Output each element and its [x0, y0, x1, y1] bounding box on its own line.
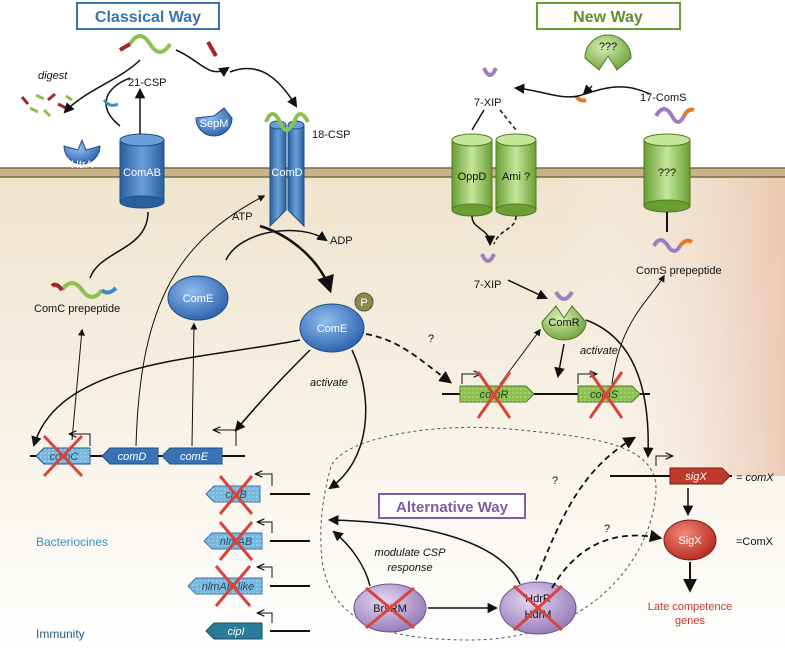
htra-protease: HtrA [63, 138, 101, 171]
question-sigx-protein: ? [604, 523, 610, 535]
digest-fragments [20, 92, 73, 118]
comS-deletion-cross [588, 371, 624, 419]
sigX-gene: sigX [669, 467, 731, 485]
xip-in-label: 7-XIP [474, 279, 502, 291]
svg-text:???: ??? [658, 167, 676, 179]
svg-text:OppD: OppD [458, 171, 487, 183]
svg-text:HdrM: HdrM [525, 609, 552, 621]
hdrrm-regulator: HdrR HdrM [499, 581, 577, 635]
come-phosphorylated: ComE P [299, 292, 374, 353]
ami-transporter: Ami ? [495, 133, 537, 217]
come-protein: ComE [167, 275, 229, 321]
brsrm-regulator: BrsRM [353, 583, 427, 633]
cipI-gene: cipI [205, 613, 310, 640]
leader-fragment [206, 41, 218, 57]
comx-gene-label: = comX [736, 472, 774, 484]
comC-deletion-cross [42, 434, 84, 478]
adp-label: ADP [330, 235, 353, 247]
xip-out-label: 7-XIP [474, 97, 502, 109]
response-label: response [387, 562, 432, 574]
modulate-label: modulate CSP [375, 547, 447, 559]
comD-gene: comD [101, 447, 159, 465]
oppd-transporter: OppD [451, 133, 493, 217]
xip-in-peptide [480, 253, 496, 263]
svg-text:ComR: ComR [548, 317, 579, 329]
cytoplasm-right-shade [560, 176, 785, 476]
svg-text:ComE: ComE [317, 323, 348, 335]
question-comr: ? [428, 333, 434, 345]
comc-prepeptide-label: ComC prepeptide [34, 303, 120, 315]
activate-label-come: activate [310, 377, 348, 389]
comd-receptor: ComD [269, 120, 305, 228]
coms17-peptide [654, 107, 686, 124]
svg-text:ComD: ComD [271, 167, 302, 179]
svg-text:sigX: sigX [685, 471, 707, 483]
comS-gene: comS [577, 385, 641, 403]
cipB-gene: cipB [205, 474, 310, 515]
immunity-label: Immunity [36, 627, 85, 641]
coms-prepeptide-wave [652, 238, 682, 253]
comab-transporter: ComAB [119, 133, 165, 209]
sigx-protein: SigX [663, 519, 717, 561]
svg-text:nlmAB-like: nlmAB-like [202, 581, 255, 593]
svg-text:New Way: New Way [573, 9, 643, 26]
comR-deletion-cross [476, 371, 512, 419]
unknown-protease: ??? [584, 34, 632, 71]
svg-text:???: ??? [599, 41, 617, 53]
nlmAB-like-gene: nlmAB-like [187, 566, 310, 607]
comr-protein: ComR [541, 290, 587, 341]
svg-text:SepM: SepM [200, 118, 229, 130]
digest-label: digest [38, 70, 68, 82]
svg-text:comD: comD [118, 451, 147, 463]
atp-label: ATP [232, 211, 253, 223]
alternative-way-title: Alternative Way [378, 493, 526, 519]
late-competence-label-2: genes [675, 615, 705, 627]
activate-label-comr: activate [580, 345, 618, 357]
comc-prepeptide-wave [60, 281, 104, 299]
svg-text:ComAB: ComAB [123, 167, 161, 179]
bacteriocines-label: Bacteriocines [36, 535, 108, 549]
cell-membrane [0, 168, 785, 177]
svg-text:Classical Way: Classical Way [95, 9, 201, 26]
xip-out-peptide [482, 67, 498, 77]
cleaved-piece [102, 99, 119, 107]
svg-text:comE: comE [180, 451, 209, 463]
csp21-label: 21-CSP [128, 77, 167, 89]
coms17-label: 17-ComS [640, 92, 686, 104]
phospho-label: P [360, 297, 367, 309]
comx-protein-label: =ComX [736, 536, 774, 548]
csp-peptide-wave [128, 34, 172, 54]
late-competence-label-1: Late competence [648, 601, 732, 613]
svg-text:ComE: ComE [183, 293, 214, 305]
csp18-peptide [264, 112, 310, 132]
comE-gene: comE [161, 447, 223, 465]
unknown-transporter: ??? [643, 133, 691, 213]
classical-way-title: Classical Way [76, 2, 220, 30]
question-sigx-gene: ? [552, 475, 558, 487]
csp18-label: 18-CSP [312, 129, 351, 141]
nlmAB-gene: nlmAB [203, 522, 310, 561]
coms-prepeptide-label: ComS prepeptide [636, 265, 722, 277]
svg-text:SigX: SigX [678, 535, 702, 547]
svg-text:Alternative Way: Alternative Way [396, 499, 509, 516]
sepm-protease: SepM [195, 107, 233, 137]
svg-text:Ami ?: Ami ? [502, 171, 530, 183]
new-way-title: New Way [536, 2, 681, 30]
svg-text:cipI: cipI [227, 626, 244, 638]
svg-text:HtrA: HtrA [71, 159, 94, 171]
